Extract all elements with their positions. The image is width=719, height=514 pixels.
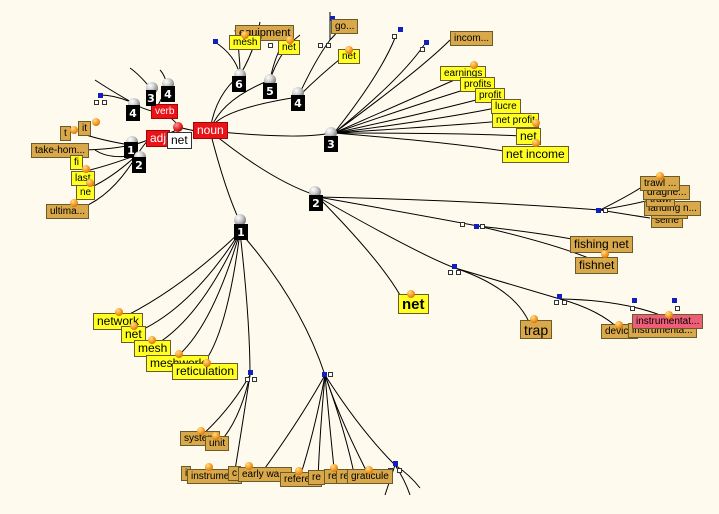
leaf-node[interactable]: mesh xyxy=(134,340,172,357)
leaf-ball-icon xyxy=(532,119,540,127)
pos-node-verb[interactable]: verb xyxy=(151,104,179,119)
leaf-node[interactable]: go... xyxy=(331,19,359,34)
sense-node-3[interactable]: 3 xyxy=(324,136,338,152)
leaf-ball-icon xyxy=(365,466,373,474)
connector-node xyxy=(94,100,99,105)
leaf-node[interactable]: reticulation xyxy=(172,363,239,380)
connector-node xyxy=(420,47,425,52)
leaf-ball-icon xyxy=(203,359,211,367)
leaf-ball-icon xyxy=(92,118,100,126)
connector-node xyxy=(448,270,453,275)
leaf-node[interactable]: net income xyxy=(502,146,569,163)
leaf-node[interactable]: net xyxy=(121,326,146,343)
connector-node xyxy=(480,224,485,229)
connector-node xyxy=(245,377,250,382)
connector-node xyxy=(452,264,457,269)
connector-node xyxy=(397,468,402,473)
connector-node xyxy=(392,34,397,39)
connector-node xyxy=(456,270,461,275)
leaf-ball-icon xyxy=(82,165,90,173)
leaf-ball-icon xyxy=(212,432,220,440)
connector-node xyxy=(318,43,323,48)
connector-node xyxy=(102,100,107,105)
sense-node-5[interactable]: 5 xyxy=(263,83,277,99)
connector-node xyxy=(554,300,559,305)
pos-node-noun[interactable]: noun xyxy=(193,122,228,139)
connector-node xyxy=(98,93,103,98)
leaf-ball-icon xyxy=(665,311,673,319)
connector-node xyxy=(562,300,567,305)
sense-node-2[interactable]: 2 xyxy=(309,195,323,211)
connector-node xyxy=(213,39,218,44)
leaf-ball-icon xyxy=(241,31,249,39)
connector-node xyxy=(632,298,637,303)
root-ball-icon xyxy=(173,122,183,132)
connector-node xyxy=(330,16,335,21)
adj-sense-node-2[interactable]: 2 xyxy=(132,157,146,173)
leaf-ball-icon xyxy=(175,350,183,358)
leaf-ball-icon xyxy=(532,139,540,147)
leaf-node[interactable]: trap xyxy=(520,320,553,340)
leaf-node[interactable]: it xyxy=(78,121,91,136)
sense-node-1[interactable]: 1 xyxy=(234,224,248,240)
leaf-node[interactable]: fi xyxy=(70,155,83,170)
leaf-node[interactable]: ultima... xyxy=(46,204,90,219)
connector-node xyxy=(326,43,331,48)
connector-node xyxy=(596,208,601,213)
connector-node xyxy=(603,208,608,213)
leaf-ball-icon xyxy=(197,427,205,435)
sense-node-4[interactable]: 4 xyxy=(291,95,305,111)
leaf-ball-icon xyxy=(407,290,415,298)
verb-sense-node-3[interactable]: 3 xyxy=(146,90,156,106)
leaf-node[interactable]: incom... xyxy=(450,31,494,46)
leaf-node[interactable]: fishing net xyxy=(570,236,633,253)
connector-node xyxy=(393,461,398,466)
leaf-ball-icon xyxy=(656,172,664,180)
leaf-ball-icon xyxy=(470,61,478,69)
leaf-node[interactable]: net profit xyxy=(492,113,539,128)
leaf-node[interactable]: re xyxy=(308,470,325,485)
leaf-ball-icon xyxy=(245,462,253,470)
leaf-ball-icon xyxy=(601,250,609,258)
leaf-ball-icon xyxy=(130,322,138,330)
connector-node xyxy=(252,377,257,382)
connector-node xyxy=(630,306,635,311)
leaf-ball-icon xyxy=(70,126,78,134)
leaf-node[interactable]: lucre xyxy=(491,99,521,114)
connector-node xyxy=(675,306,680,311)
leaf-ball-icon xyxy=(148,336,156,344)
leaf-node[interactable]: take-hom... xyxy=(31,143,90,158)
pos-node-adj[interactable]: adj xyxy=(146,130,171,147)
connector-node xyxy=(322,372,327,377)
root-node[interactable]: net xyxy=(167,132,192,149)
connector-node xyxy=(328,372,333,377)
verb-sense-node-4b[interactable]: 4 xyxy=(161,86,175,102)
leaf-node[interactable]: ne xyxy=(76,185,96,200)
sense-node-6[interactable]: 6 xyxy=(232,76,246,92)
connector-node xyxy=(460,222,465,227)
connector-node xyxy=(672,298,677,303)
leaf-ball-icon xyxy=(70,199,78,207)
leaf-ball-icon xyxy=(295,467,303,475)
connector-node xyxy=(557,294,562,299)
connector-node xyxy=(248,370,253,375)
connector-node xyxy=(474,224,479,229)
verb-sense-node-4[interactable]: 4 xyxy=(126,105,140,121)
leaf-ball-icon xyxy=(86,179,94,187)
leaf-ball-icon xyxy=(330,464,338,472)
leaf-ball-icon xyxy=(615,321,623,329)
leaf-ball-icon xyxy=(286,36,294,44)
leaf-node[interactable]: t xyxy=(60,126,71,141)
connector-node xyxy=(398,27,403,32)
leaf-ball-icon xyxy=(345,46,353,54)
leaf-node[interactable]: fishnet xyxy=(575,257,619,274)
sense-ball-icon xyxy=(234,214,246,226)
leaf-ball-icon xyxy=(530,315,538,323)
connector-node xyxy=(268,43,273,48)
connector-node xyxy=(424,40,429,45)
leaf-ball-icon xyxy=(115,308,123,316)
leaf-ball-icon xyxy=(205,463,213,471)
leaf-node[interactable]: profit xyxy=(475,88,506,103)
